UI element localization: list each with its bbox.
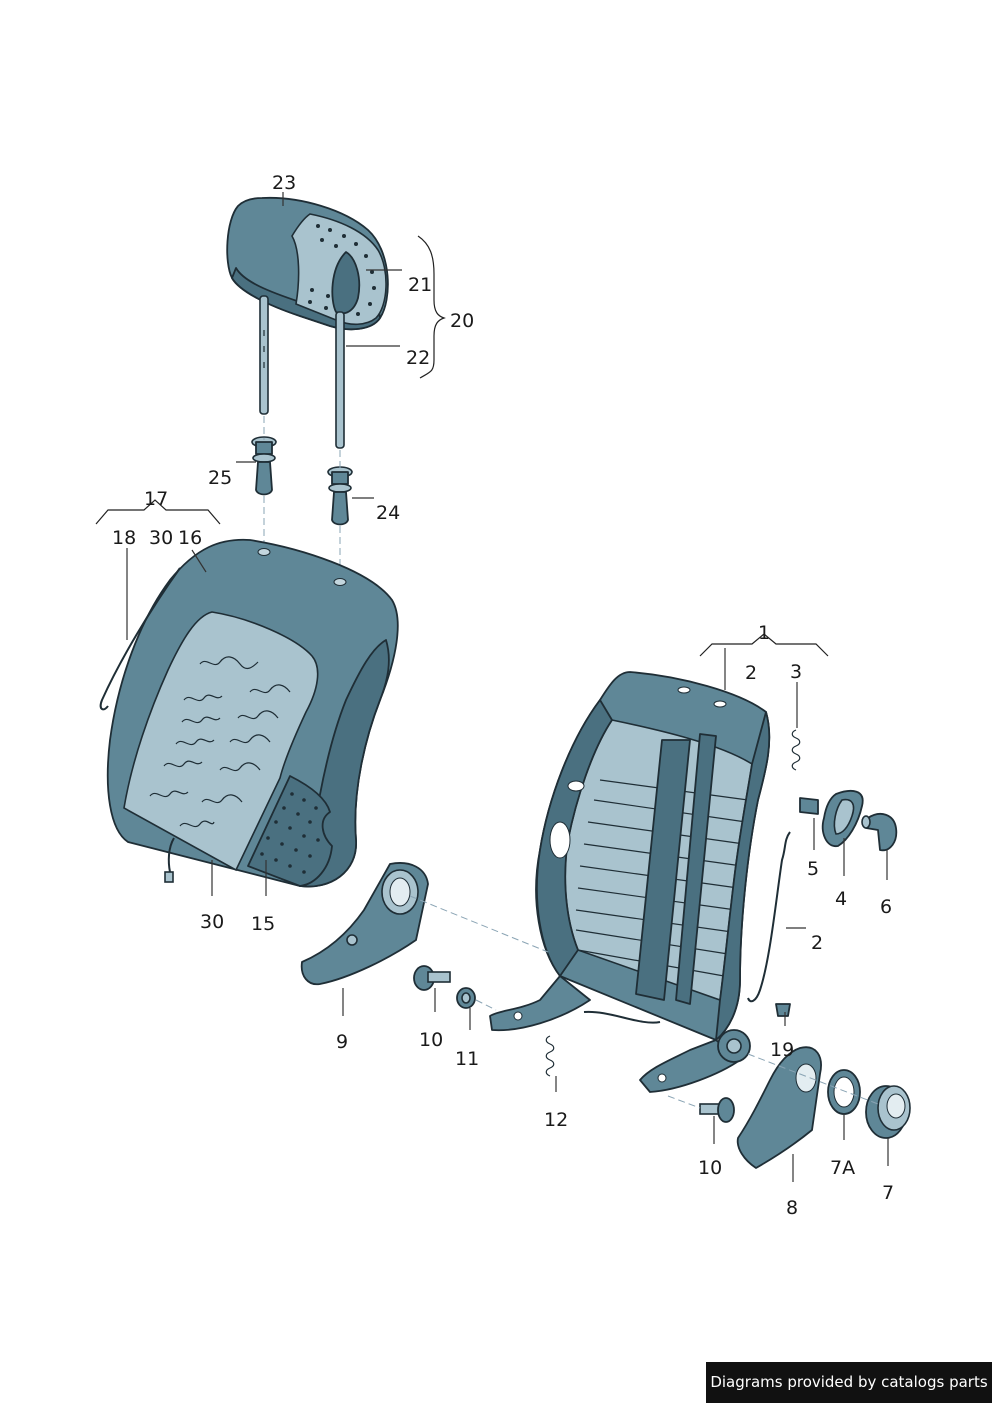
callout-17: 17 <box>144 488 168 510</box>
callout-24: 24 <box>376 502 400 524</box>
attribution-banner: Diagrams provided by catalogs parts <box>706 1362 992 1403</box>
release-handle-4 <box>821 790 864 847</box>
callout-21: 21 <box>408 274 432 296</box>
headrest-guide-24 <box>327 466 353 526</box>
clip-19 <box>775 1003 791 1017</box>
callout-2-top: 2 <box>745 662 757 684</box>
callout-30-bottom: 30 <box>200 911 224 933</box>
connector-5 <box>799 797 819 815</box>
callout-10-left: 10 <box>419 1029 443 1051</box>
callout-4: 4 <box>835 888 847 910</box>
trim-cover-8 <box>736 1046 822 1169</box>
callout-6: 6 <box>880 896 892 918</box>
callout-2-side: 2 <box>811 932 823 954</box>
spring-3 <box>791 729 801 771</box>
callout-30-top: 30 <box>149 527 173 549</box>
callout-5: 5 <box>807 858 819 880</box>
screw-10a <box>413 965 451 991</box>
callout-20: 20 <box>450 310 474 332</box>
callout-11: 11 <box>455 1048 479 1070</box>
knob-6 <box>861 813 898 852</box>
backrest-padding <box>99 538 399 888</box>
screw-10b <box>699 1097 735 1123</box>
callout-22: 22 <box>406 347 430 369</box>
backrest-frame <box>489 671 771 1093</box>
leader-lines <box>95 192 889 1182</box>
callout-8: 8 <box>786 1197 798 1219</box>
spring-12 <box>545 1035 555 1077</box>
headrest-guide-25 <box>251 436 277 496</box>
knob-7 <box>865 1085 911 1139</box>
callout-3: 3 <box>790 661 802 683</box>
callout-1: 1 <box>758 622 770 644</box>
attribution-text: Diagrams provided by catalogs parts <box>710 1373 988 1391</box>
cable-2 <box>747 831 791 1003</box>
callout-10-right: 10 <box>698 1157 722 1179</box>
callout-7: 7 <box>882 1182 894 1204</box>
bushing-11 <box>456 987 476 1009</box>
callout-7A: 7A <box>830 1157 855 1179</box>
trim-cover-9 <box>300 862 429 986</box>
callout-18: 18 <box>112 527 136 549</box>
callout-16: 16 <box>178 527 202 549</box>
callout-23: 23 <box>272 172 296 194</box>
callout-12: 12 <box>544 1109 568 1131</box>
headrest <box>226 196 389 449</box>
callout-19: 19 <box>770 1039 794 1061</box>
callout-9: 9 <box>336 1031 348 1053</box>
ring-7A <box>827 1069 861 1115</box>
callout-25: 25 <box>208 467 232 489</box>
callout-15: 15 <box>251 913 275 935</box>
callout-labels: 23 21 20 22 25 24 17 18 30 16 30 15 1 2 … <box>112 172 894 1219</box>
